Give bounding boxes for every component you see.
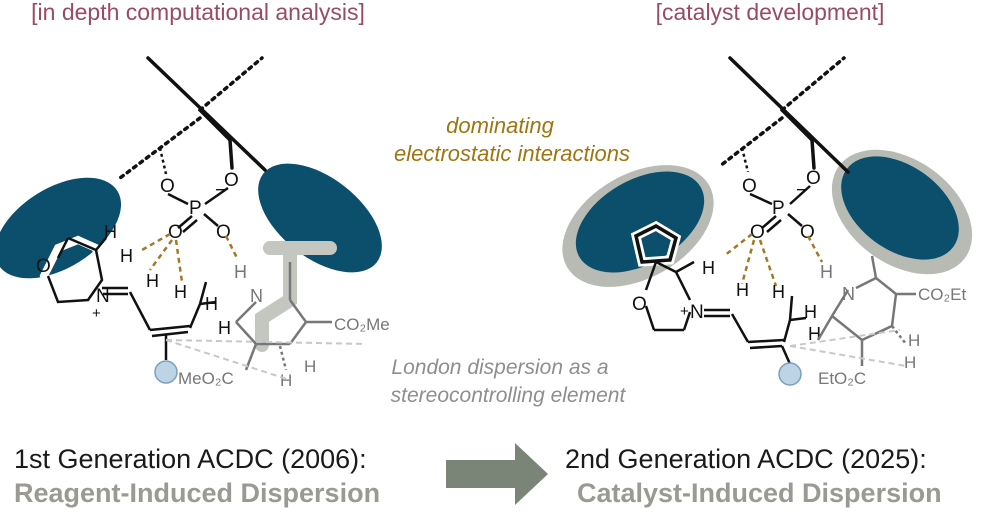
right-phosphate-o3: O <box>750 222 765 243</box>
right-iminium-n: N <box>690 302 704 323</box>
left-catalyst-lobe-right <box>258 163 382 273</box>
left-caption: [in depth computational analysis] <box>31 0 365 25</box>
right-iminium-charge: + <box>680 303 689 320</box>
left-substituent-dot <box>154 360 178 384</box>
left-catalyst-lobe-left <box>0 177 122 279</box>
right-ester-nh: H <box>820 262 833 282</box>
left-ester-h2: H <box>304 357 316 376</box>
right-ester-h1: H <box>908 331 920 350</box>
dispersion-note-line1: London dispersion as a <box>391 356 608 379</box>
left-h6: H <box>218 318 231 338</box>
electrostatic-note-line1: dominating <box>446 113 554 138</box>
right-eto2c: EtO₂C <box>818 369 866 388</box>
right-h4: H <box>804 302 817 322</box>
right-phosphate-o2: O <box>806 168 821 189</box>
left-h2: H <box>120 246 133 266</box>
right-structure: O O P O O − <box>562 56 973 388</box>
left-phosphorus: P <box>189 198 202 219</box>
left-co2me: CO₂Me <box>334 315 390 334</box>
right-phosphate-o4: O <box>800 222 815 243</box>
left-h1: H <box>104 222 117 242</box>
left-h4: H <box>174 282 187 302</box>
right-h1: H <box>702 258 715 278</box>
dispersion-note-line2: stereocontrolling element <box>391 384 627 407</box>
right-h2: H <box>736 280 749 300</box>
left-h5: H <box>205 294 218 314</box>
right-h3: H <box>772 282 785 302</box>
right-h5: H <box>808 324 821 344</box>
right-generation-label: 2nd Generation ACDC (2025): <box>565 444 927 474</box>
left-ester-nh: H <box>234 262 247 282</box>
right-morpholine-o: O <box>632 294 647 315</box>
right-catalyst-lobe-right <box>841 156 959 260</box>
left-ester-n: N <box>250 286 263 306</box>
right-ester-h2: H <box>904 353 916 372</box>
right-phosphate-charge: − <box>796 180 807 201</box>
left-iminium-charge: + <box>92 305 101 322</box>
left-iminium-n: N <box>96 286 110 307</box>
left-mode-label: Reagent-Induced Dispersion <box>14 478 380 508</box>
left-phosphate-o3: O <box>168 222 183 243</box>
left-phosphate-charge: − <box>215 180 226 201</box>
left-structure: O O P O O − O N + <box>0 56 390 390</box>
left-ester-h1: H <box>280 371 292 390</box>
right-caption: [catalyst development] <box>656 0 885 25</box>
right-phosphate-o1: O <box>742 176 757 197</box>
right-co2et: CO₂Et <box>918 285 966 304</box>
right-phosphorus: P <box>772 198 785 219</box>
electrostatic-note-line2: electrostatic interactions <box>394 141 630 166</box>
left-phosphate-o1: O <box>160 176 175 197</box>
left-morpholine-o: O <box>36 256 51 277</box>
left-phosphate-o2: O <box>224 170 239 191</box>
left-h3: H <box>146 271 159 291</box>
right-ester-n: N <box>842 284 855 304</box>
right-substituent-dot <box>778 362 802 386</box>
left-meo2c: MeO₂C <box>178 369 234 388</box>
left-generation-label: 1st Generation ACDC (2006): <box>14 444 367 474</box>
right-mode-label: Catalyst-Induced Dispersion <box>577 478 942 508</box>
generation-arrow <box>446 443 548 505</box>
